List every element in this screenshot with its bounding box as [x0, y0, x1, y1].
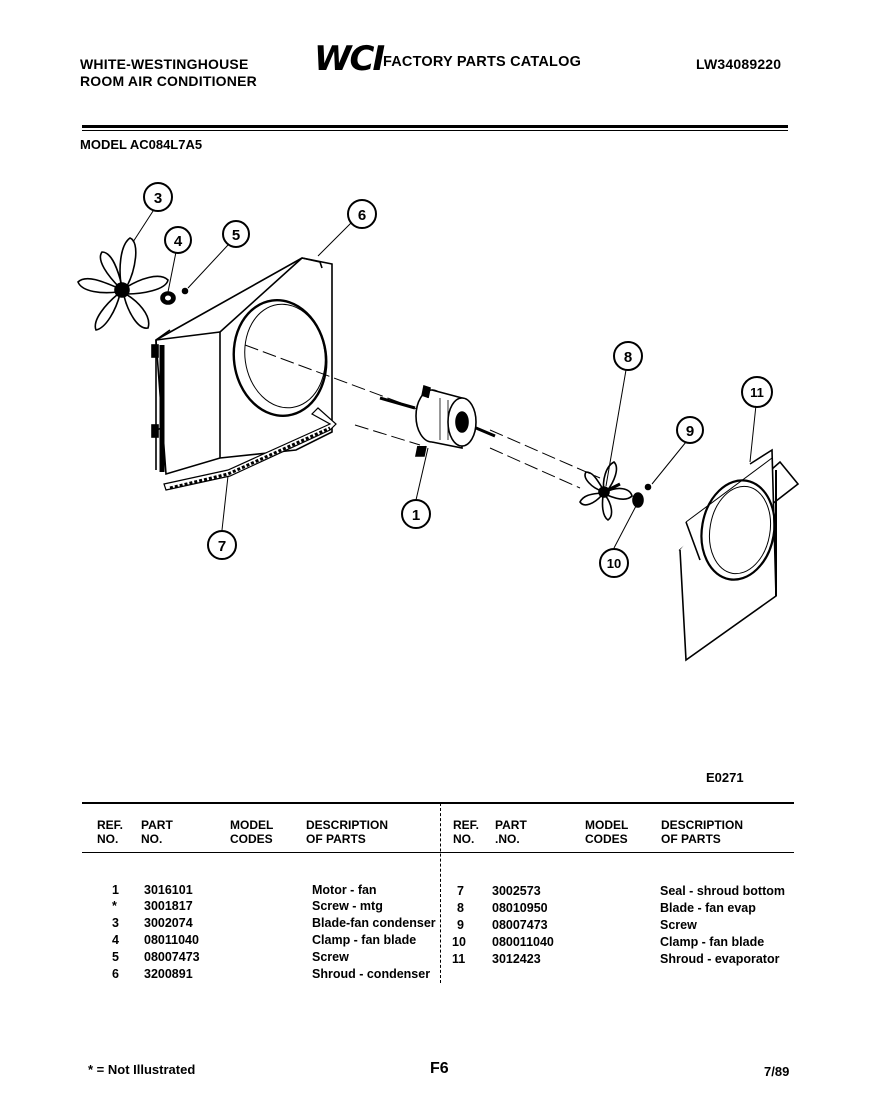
table-row: 7 3002573 Seal - shroud bottom — [457, 884, 785, 898]
table-row: 11 3012423 Shroud - evaporator — [452, 952, 780, 966]
col-desc-right: DESCRIPTION OF PARTS — [661, 818, 744, 846]
header-rule — [82, 125, 788, 128]
brand-line-2: ROOM AIR CONDITIONER — [80, 73, 257, 89]
table-row: 8 08010950 Blade - fan evap — [457, 901, 756, 915]
condenser-clamp — [160, 291, 176, 305]
exploded-parts-diagram: 3 4 5 6 1 7 8 9 10 11 — [77, 182, 800, 662]
brand-line-1: WHITE-WESTINGHOUSE — [80, 56, 249, 72]
catalog-number: LW34089220 — [696, 56, 782, 72]
table-row: 9 08007473 Screw — [457, 918, 697, 932]
table-row: 4 08011040 Clamp - fan blade — [112, 933, 417, 947]
shroud-seal — [163, 407, 337, 491]
callout-3: 3 — [154, 190, 162, 207]
condenser-fan-blade — [77, 237, 169, 331]
table-top-rule — [82, 802, 794, 804]
table-row: 5 08007473 Screw — [112, 950, 349, 964]
evaporator-fan-blade — [579, 461, 633, 521]
catalog-date: 7/89 — [764, 1064, 790, 1079]
callout-4: 4 — [174, 233, 183, 250]
table-row: 6 3200891 Shroud - condenser — [112, 967, 431, 981]
table-row: 3 3002074 Blade-fan condenser — [112, 916, 436, 930]
callout-1: 1 — [412, 507, 420, 524]
evaporator-screw — [644, 483, 652, 491]
callout-9: 9 — [686, 423, 694, 440]
model-label: MODEL AC084L7A5 — [80, 137, 203, 152]
callout-10: 10 — [607, 556, 621, 571]
table-row: 10 080011040 Clamp - fan blade — [452, 935, 765, 949]
figure-code: E0271 — [706, 770, 744, 785]
catalog-title: FACTORY PARTS CATALOG — [383, 54, 582, 70]
not-illustrated-note: * = Not Illustrated — [88, 1062, 196, 1077]
evaporator-clamp — [632, 492, 644, 508]
callout-5: 5 — [232, 227, 240, 244]
condenser-shroud — [151, 257, 333, 476]
fan-motor — [379, 384, 496, 457]
table-row: * 3001817 Screw - mtg — [112, 899, 383, 913]
wci-logo: WCI — [314, 39, 385, 79]
page-number: F6 — [430, 1060, 449, 1077]
table-row: 1 3016101 Motor - fan — [112, 883, 377, 897]
table-header-rule — [82, 852, 794, 853]
col-ref-right: REF. NO. — [453, 818, 480, 846]
col-part-right: PART .NO. — [495, 818, 527, 846]
header-rule-thin — [82, 130, 788, 131]
condenser-screw — [181, 287, 189, 295]
col-desc-left: DESCRIPTION OF PARTS — [306, 818, 389, 846]
table-divider — [440, 803, 442, 983]
callout-8: 8 — [624, 349, 632, 366]
evaporator-shroud — [678, 448, 800, 662]
callout-6: 6 — [358, 207, 366, 224]
col-model-left: MODEL CODES — [230, 818, 274, 846]
col-model-right: MODEL CODES — [585, 818, 629, 846]
callout-7: 7 — [218, 538, 226, 555]
callout-11: 11 — [750, 385, 764, 400]
col-part-left: PART NO. — [141, 818, 173, 846]
col-ref-left: REF. NO. — [97, 818, 124, 846]
